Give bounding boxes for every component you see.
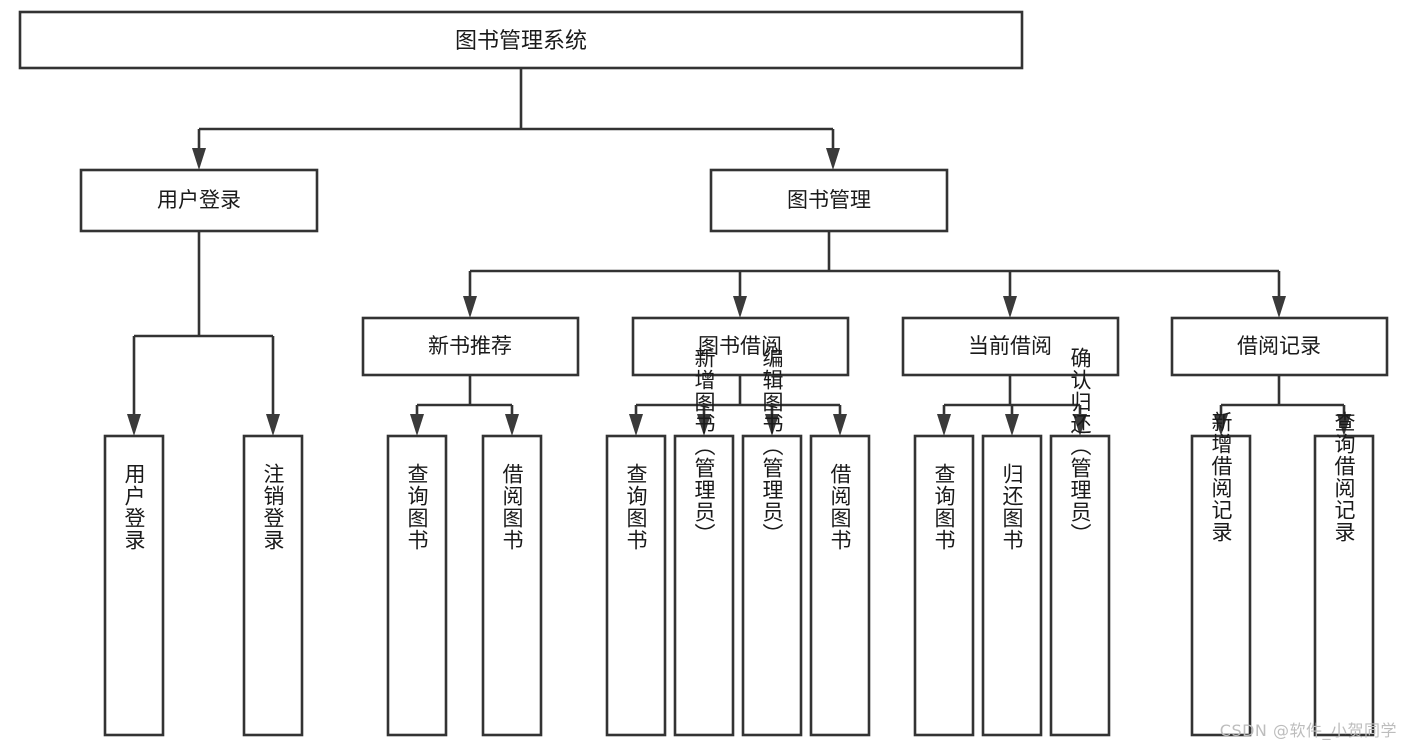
node-book-manage-label: 图书管理 (787, 188, 871, 212)
node-leaf-borrow-book-2[interactable]: 借阅图书 (809, 434, 871, 737)
connector-newbook-to-leaves (410, 375, 519, 436)
node-leaf-borrow-book-1[interactable]: 借阅图书 (481, 434, 543, 737)
node-leaf-logout-login[interactable]: 注销登录 (242, 434, 304, 737)
node-leaf-edit-book[interactable]: 编辑图书（管理员） (741, 347, 803, 737)
node-leaf-query-record[interactable]: 查询借阅记录 (1313, 411, 1375, 737)
node-leaf-query-book-1-label: 查询图书 (405, 463, 429, 551)
node-leaf-confirm-return-label: 确认归还（管理员） (1068, 347, 1092, 545)
csdn-watermark: CSDN @软件_小贺同学 (1219, 721, 1397, 740)
connector-userlogin-to-leaves (127, 231, 280, 436)
node-leaf-return-book-label: 归还图书 (1000, 463, 1024, 551)
node-leaf-add-book[interactable]: 新增图书（管理员） (673, 347, 735, 737)
node-current-borrow-label: 当前借阅 (968, 334, 1052, 358)
node-new-book-recommend[interactable]: 新书推荐 (361, 316, 580, 377)
node-leaf-borrow-book-1-label: 借阅图书 (500, 463, 524, 551)
connector-bookmanage-to-level3 (463, 231, 1286, 318)
node-leaf-return-book[interactable]: 归还图书 (981, 434, 1043, 737)
node-leaf-query-book-3[interactable]: 查询图书 (913, 434, 975, 737)
node-book-borrow[interactable]: 图书借阅 (631, 316, 850, 377)
connector-bookborrow-to-leaves (629, 375, 847, 436)
node-book-manage[interactable]: 图书管理 (709, 168, 949, 233)
node-leaf-query-book-2[interactable]: 查询图书 (605, 434, 667, 737)
node-leaf-edit-book-label: 编辑图书（管理员） (760, 347, 784, 545)
node-root-system[interactable]: 图书管理系统 (18, 10, 1024, 70)
node-leaf-logout-login-label: 注销登录 (261, 463, 285, 551)
node-leaf-add-record[interactable]: 新增借阅记录 (1190, 411, 1252, 737)
node-current-borrow[interactable]: 当前借阅 (901, 316, 1120, 377)
node-user-login[interactable]: 用户登录 (79, 168, 319, 233)
node-leaf-borrow-book-2-label: 借阅图书 (828, 463, 852, 551)
node-leaf-confirm-return[interactable]: 确认归还（管理员） (1049, 347, 1111, 737)
connector-root-to-level2 (192, 68, 840, 170)
connector-currentborrow-to-leaves (937, 375, 1087, 436)
node-leaf-user-login[interactable]: 用户登录 (103, 434, 165, 737)
node-new-book-recommend-label: 新书推荐 (428, 334, 512, 358)
node-user-login-label: 用户登录 (157, 188, 241, 212)
node-leaf-query-book-2-label: 查询图书 (624, 463, 648, 551)
node-leaf-add-book-label: 新增图书（管理员） (692, 347, 716, 545)
node-borrow-record[interactable]: 借阅记录 (1170, 316, 1389, 377)
node-leaf-add-record-label: 新增借阅记录 (1209, 411, 1233, 543)
node-book-borrow-label: 图书借阅 (698, 334, 782, 358)
node-leaf-query-book-1[interactable]: 查询图书 (386, 434, 448, 737)
node-leaf-query-record-label: 查询借阅记录 (1332, 411, 1356, 543)
node-borrow-record-label: 借阅记录 (1237, 334, 1321, 358)
node-leaf-query-book-3-label: 查询图书 (932, 463, 956, 551)
node-leaf-user-login-label: 用户登录 (122, 463, 146, 551)
node-root-system-label: 图书管理系统 (455, 29, 587, 54)
connector-borrowrecord-to-leaves (1214, 375, 1351, 436)
